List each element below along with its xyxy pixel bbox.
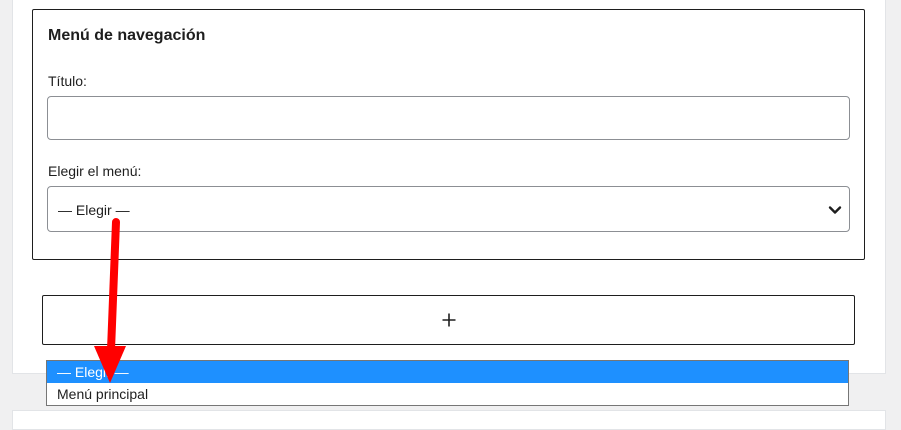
navigation-menu-widget: Menú de navegación Título: Elegir el men… [32,9,865,260]
menu-select-label: Elegir el menú: [48,163,142,179]
title-field-label: Título: [48,73,87,89]
widget-title: Menú de navegación [48,27,206,44]
dropdown-option-elegir[interactable]: — Elegir — [47,361,848,383]
next-widget-area [12,410,886,430]
menu-select[interactable]: — Elegir — [47,186,850,232]
plus-icon [442,313,455,327]
add-block-button[interactable] [42,295,855,345]
menu-select-value: — Elegir — [58,202,130,218]
title-input[interactable] [47,96,850,140]
menu-dropdown-list: — Elegir — Menú principal [46,360,849,406]
chevron-down-icon [828,206,842,214]
dropdown-option-menu-principal[interactable]: Menú principal [57,386,149,402]
